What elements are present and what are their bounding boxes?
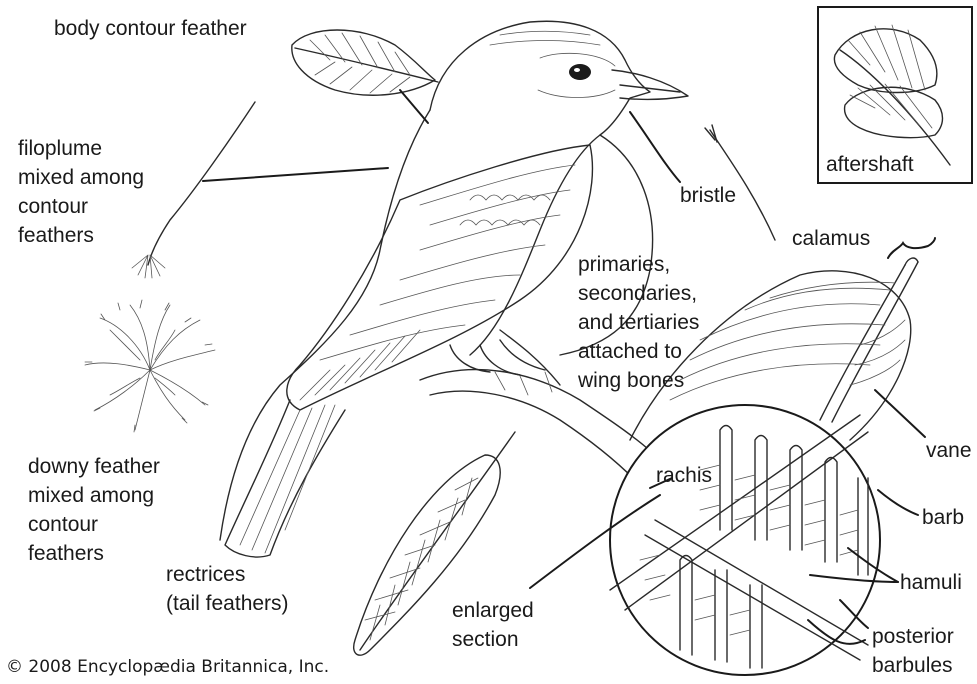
body-contour-feather-drawing xyxy=(292,30,438,95)
label-bristle: bristle xyxy=(680,181,736,210)
label-barb: barb xyxy=(922,503,964,532)
leader-body-contour xyxy=(400,90,428,123)
calamus-bracket xyxy=(888,238,935,258)
bird-tail xyxy=(225,400,345,557)
leader-filoplume xyxy=(203,168,388,181)
label-body-contour-feather: body contour feather xyxy=(54,14,247,43)
enlarged-section-circle xyxy=(610,405,880,675)
bird-back xyxy=(220,110,430,540)
label-enlarged-section: enlarged section xyxy=(452,596,534,654)
downy-feather-drawing xyxy=(85,300,215,432)
label-posterior-barbules: posterior barbules xyxy=(872,622,954,680)
label-rachis: rachis xyxy=(656,461,712,490)
label-rectrices: rectrices (tail feathers) xyxy=(166,560,289,618)
leader-barb xyxy=(878,490,918,515)
leader-vane xyxy=(875,390,925,437)
bird-beak xyxy=(612,70,688,99)
label-downy-feather: downy feather mixed among contour feathe… xyxy=(28,452,160,568)
copyright-credit: © 2008 Encyclopædia Britannica, Inc. xyxy=(6,656,329,678)
aftershaft-drawing xyxy=(834,25,950,165)
label-aftershaft: aftershaft xyxy=(826,150,914,179)
leader-bristle xyxy=(630,112,680,182)
label-primaries: primaries, secondaries, and tertiaries a… xyxy=(578,250,699,395)
label-calamus: calamus xyxy=(792,224,870,253)
label-vane: vane xyxy=(926,436,972,465)
filoplume-drawing xyxy=(132,102,255,278)
label-filoplume: filoplume mixed among contour feathers xyxy=(18,134,144,250)
bird-eye xyxy=(569,64,591,80)
label-hamuli: hamuli xyxy=(900,568,962,597)
